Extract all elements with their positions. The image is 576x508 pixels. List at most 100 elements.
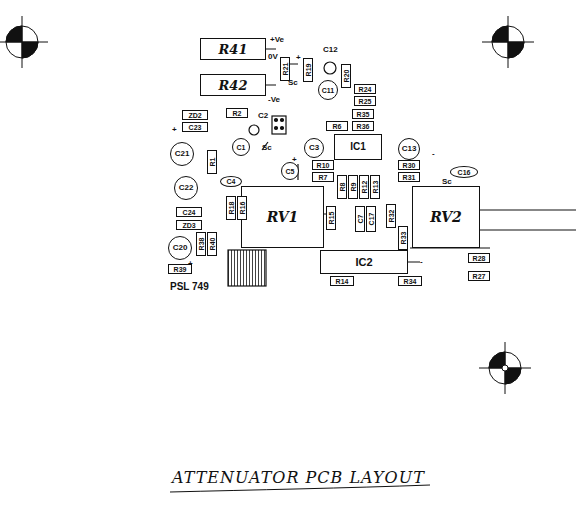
component-label: R25 [359,98,372,105]
component-label: R39 [174,266,187,273]
component-outline: IC1 [334,134,382,160]
silkscreen-label: + [172,126,177,134]
component-label: R30 [403,162,416,169]
capacitor-symbol: C16 [450,166,478,178]
component-label: R32 [388,210,395,223]
component-outline: R7 [312,172,334,182]
component-label: C13 [402,145,417,153]
component-label: C11 [322,87,334,94]
component-outline: R10 [312,160,334,170]
component-outline: R42 [200,74,266,96]
component-outline: C24 [176,207,202,217]
component-outline: R24 [354,84,376,94]
component-label: R36 [357,123,370,130]
silkscreen-label: + [292,156,297,164]
component-outline: R34 [398,276,422,286]
component-outline: R8 [337,175,347,199]
component-label: IC1 [350,142,366,152]
component-outline: R25 [354,96,376,106]
component-outline: ZD2 [182,110,208,120]
registration-marks [0,16,534,394]
component-label: R14 [336,278,349,285]
capacitor-symbol: C20 [168,236,192,260]
component-outline: C7 [355,206,365,232]
component-outline: RV1 [241,186,324,248]
component-label: ZD3 [182,222,195,229]
silkscreen-label: Sc [288,79,298,87]
component-outline: R1 [207,150,217,174]
silkscreen-label: +Ve [270,36,284,44]
component-label: C23 [189,124,202,131]
component-label: R34 [404,278,417,285]
component-outline: R15 [326,206,336,230]
component-outline: R41 [200,38,266,60]
silkscreen-label: PSL 749 [170,282,209,292]
component-outline: R14 [330,276,354,286]
silkscreen-label: Sc [262,144,272,152]
component-label: R18 [228,202,235,215]
component-label: R40 [209,238,216,251]
component-label: R19 [305,64,312,77]
component-outline: C23 [182,122,208,132]
hatched-block [228,250,266,286]
capacitor-symbol: C22 [174,176,198,200]
silkscreen-label: C2 [258,112,268,120]
component-label: R35 [357,111,370,118]
component-outline: R13 [370,175,380,199]
component-outline: R2 [226,108,248,118]
component-label: R2 [233,110,242,117]
component-label: R13 [372,181,379,194]
component-label: R16 [239,202,246,215]
caption: ATTENUATOR PCB LAYOUT [172,468,425,487]
component-label: C5 [286,168,295,175]
component-label: RV1 [267,210,299,224]
component-label: R41 [219,43,248,56]
component-outline: R36 [352,121,374,131]
component-label: C7 [357,215,364,224]
component-label: C24 [183,209,196,216]
component-label: R7 [319,174,328,181]
component-outline: R18 [226,196,236,220]
silkscreen-label: 0V [268,53,278,61]
silkscreen-label: Sc [442,178,452,186]
component-outline: R35 [352,109,374,119]
component-outline: R16 [237,196,247,220]
component-label: ZD2 [188,112,201,119]
component-outline: R30 [398,160,420,170]
component-outline: R19 [303,58,313,82]
component-label: IC2 [355,257,372,268]
silkscreen-label: -Ve [268,96,280,104]
component-outline: R32 [386,204,396,228]
component-label: C3 [309,144,319,152]
component-label: C21 [175,150,190,158]
component-label: C4 [227,178,236,185]
component-label: R42 [219,79,248,92]
component-label: R1 [209,158,216,167]
component-label: R21 [282,63,289,76]
component-outline: R33 [398,226,408,250]
component-outline: R40 [207,232,217,256]
component-label: C22 [179,184,194,192]
component-label: R33 [400,232,407,245]
component-label: R6 [333,123,342,130]
component-label: C20 [173,244,188,252]
component-label: C16 [458,169,471,176]
silkscreen-label: - [432,150,435,158]
component-label: RV2 [430,210,462,224]
capacitor-symbol: C13 [398,138,420,160]
component-outline: R21 [280,57,290,81]
capacitor-symbol: C11 [318,80,338,100]
component-label: C17 [368,213,375,226]
silkscreen-label: + [296,54,301,62]
component-outline: ZD3 [176,220,202,230]
capacitor-symbol: C21 [170,142,194,166]
silkscreen-label: + [188,260,193,268]
component-outline: R27 [468,271,490,281]
capacitor-symbol: C1 [232,138,250,156]
component-label: R15 [328,212,335,225]
component-label: R9 [350,183,357,192]
component-label: R10 [317,162,330,169]
component-outline: R38 [196,232,206,256]
component-label: R27 [473,273,486,280]
